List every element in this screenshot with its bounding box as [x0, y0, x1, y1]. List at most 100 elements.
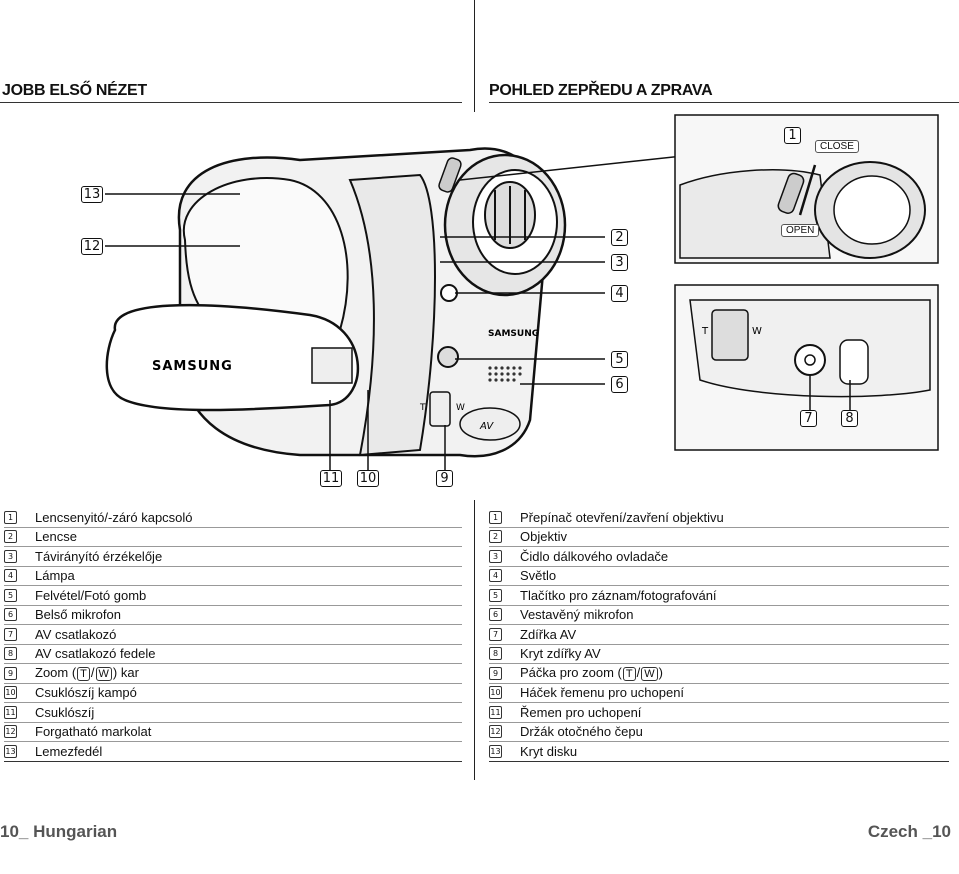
heading-right: POHLED ZEPŘEDU A ZPRAVA: [489, 82, 713, 99]
legend-item: 13 Lemezfedél: [4, 742, 462, 762]
callout-8: 8: [841, 410, 858, 427]
legend-number: 7: [489, 627, 502, 641]
legend-text: Forgatható markolat: [35, 724, 152, 740]
zoom-lever: [429, 391, 451, 427]
center-divider-bottom: [474, 500, 475, 780]
legend-text-t: T: [622, 667, 636, 682]
legend-item: 1 Lencsenyitó/-záró kapcsoló: [4, 508, 462, 528]
legend-number: 8: [489, 647, 502, 661]
legend-text: Kryt disku: [520, 743, 578, 759]
legend-number: 13: [4, 744, 17, 758]
camcorder-illustration: SAMSUNG T W AV SAMSUNG T W: [105, 114, 939, 470]
legend-text: Felvétel/Fotó gomb: [35, 587, 147, 603]
callout-5: 5: [611, 351, 628, 368]
heading-rule-right: [489, 102, 959, 103]
legend-text: Lemezfedél: [35, 743, 103, 759]
legend-item: 5 Felvétel/Fotó gomb: [4, 586, 462, 606]
footer-right: Czech _10: [867, 822, 951, 841]
legend-item: 2 Lencse: [4, 528, 462, 547]
callout-7: 7: [800, 410, 817, 427]
legend-text-w: W: [95, 667, 112, 682]
close-label: CLOSE: [815, 140, 859, 153]
legend-text: Držák otočného čepu: [520, 724, 643, 740]
legend-number: 5: [4, 588, 17, 602]
legend-text-sep: /: [90, 665, 95, 681]
callout-4: 4: [611, 285, 628, 302]
legend-number: 7: [4, 627, 17, 641]
legend-number: 8: [4, 647, 17, 661]
legend-text: Tlačítko pro záznam/fotografování: [520, 587, 717, 603]
disc-cover: [182, 177, 349, 332]
legend-number: 1: [4, 510, 17, 524]
legend-text-pre: Páčka pro zoom (: [520, 665, 622, 681]
legend-text: Belső mikrofon: [35, 607, 121, 623]
lamp: [440, 284, 458, 302]
legend-text: Lencse: [35, 529, 77, 545]
legend-text: Háček řemenu pro uchopení: [520, 685, 685, 701]
mic-grille: [488, 366, 522, 382]
legend-number: 2: [489, 530, 502, 544]
legend-number: 3: [489, 549, 502, 563]
record-button-illus: [437, 346, 459, 368]
legend-number: 13: [489, 744, 502, 758]
legend-text: Lencsenyitó/-záró kapcsoló: [35, 509, 193, 525]
strap-brand: SAMSUNG: [152, 359, 233, 374]
av-label: AV: [479, 421, 494, 432]
side-panel: [348, 173, 436, 457]
callout-9: 9: [436, 470, 453, 487]
svg-text:T: T: [701, 326, 709, 337]
legend-number: 6: [4, 608, 17, 622]
center-divider-top: [474, 0, 475, 112]
legend-text: Čidlo dálkového ovladače: [520, 548, 669, 564]
legend-item: 7 Zdířka AV: [489, 625, 949, 645]
legend-item: 11 Csuklószíj: [4, 703, 462, 723]
body-brand: SAMSUNG: [488, 329, 539, 339]
lens-switch: [438, 157, 462, 193]
hand-strap: [105, 303, 360, 412]
heading-rule-left: [0, 102, 462, 103]
callout-6: 6: [611, 376, 628, 393]
zoom-t-label: T: [419, 403, 426, 413]
svg-text:W: W: [752, 326, 762, 337]
strap-buckle: [311, 347, 353, 384]
legend-text: AV csatlakozó fedele: [35, 646, 156, 662]
legend-text-pre: Zoom (: [35, 665, 77, 681]
legend-number: 11: [489, 705, 502, 719]
callout-3: 3: [611, 254, 628, 271]
callout-10: 10: [357, 470, 379, 487]
legend-number: 6: [489, 608, 502, 622]
legend-text: Csuklószíj: [35, 704, 95, 720]
footer-left: 10_ Hungarian: [0, 822, 118, 841]
legend-text: Kryt zdířky AV: [520, 646, 601, 662]
legend-item: 8 AV csatlakozó fedele: [4, 645, 462, 664]
legend-item: 3 Távirányító érzékelője: [4, 547, 462, 567]
av-cover: [459, 407, 521, 441]
legend-item: 3 Čidlo dálkového ovladače: [489, 547, 949, 567]
legend-text: Távirányító érzékelője: [35, 548, 163, 564]
legend-text-sep: /: [636, 665, 641, 681]
legend-item: 6 Vestavěný mikrofon: [489, 606, 949, 625]
legend-text-w: W: [641, 667, 658, 682]
legend-text: Zdířka AV: [520, 626, 577, 642]
legend-text: Zoom (T/W) kar: [35, 665, 139, 682]
legend-number: 2: [4, 530, 17, 544]
legend-text-post: ): [658, 665, 663, 681]
legend-text: Vestavěný mikrofon: [520, 607, 634, 623]
legend-number: 11: [4, 705, 17, 719]
callout-13: 13: [81, 186, 103, 203]
legend-number: 3: [4, 549, 17, 563]
legend-number: 10: [4, 686, 17, 700]
legend-item: 6 Belső mikrofon: [4, 606, 462, 625]
